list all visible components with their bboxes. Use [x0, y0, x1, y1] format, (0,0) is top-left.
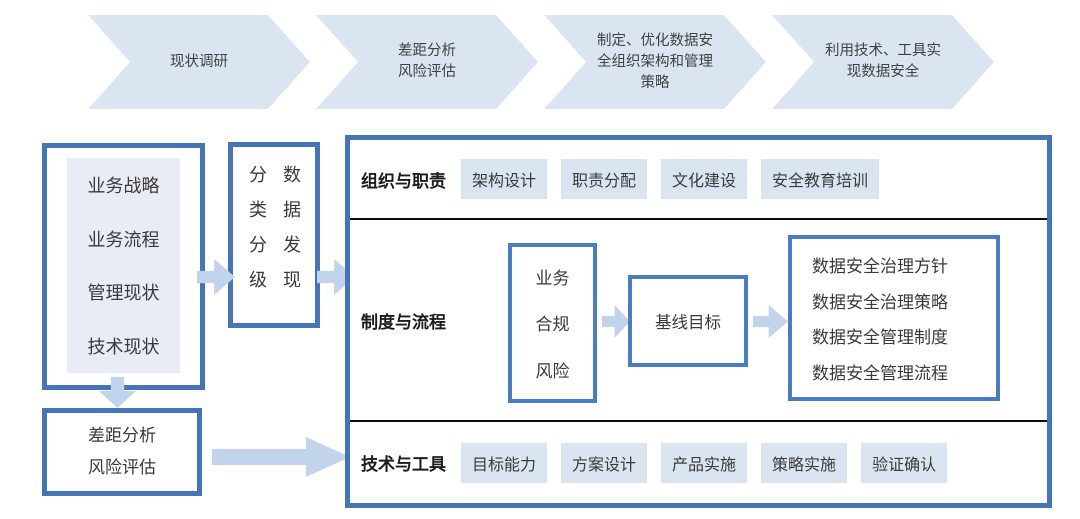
tech-chip-policy-implementation: 策略实施 [761, 442, 848, 483]
classification-column: 分类分级 [247, 165, 267, 305]
data-discovery-column: 数据发现 [281, 165, 301, 305]
baseline-target-box: 基线目标 [628, 275, 748, 367]
compliance-line: 合规 [535, 315, 570, 335]
process-step-3-chevron: 制定、优化数据安 全组织架构和管理 策略 [544, 15, 766, 109]
org-chip-culture-building: 文化建设 [661, 159, 748, 199]
arrow-gap-to-main-icon [212, 437, 350, 477]
current-state-item: 管理现状 [87, 283, 160, 304]
process-step-4-chevron: 利用技术、工具实 现数据安全 [772, 15, 994, 109]
governance-main-panel: 组织与职责 架构设计 职责分配 文化建设 安全教育培训 制度与流程 业务 合规 … [345, 135, 1052, 508]
process-step-line: 风险评估 [398, 64, 456, 80]
organization-row-label: 组织与职责 [361, 171, 446, 191]
process-row-label: 制度与流程 [361, 312, 446, 332]
row-divider [350, 420, 1047, 422]
policy-line: 数据安全治理方针 [812, 257, 948, 277]
gap-analysis-box: 差距分析 风险评估 [42, 408, 202, 496]
process-row: 制度与流程 业务 合规 风险 基线目标 数据安全治理方针 数据安全治理策略 数据… [350, 220, 1047, 420]
tech-chip-solution-design: 方案设计 [561, 442, 648, 483]
technology-row: 技术与工具 目标能力 方案设计 产品实施 策略实施 验证确认 [350, 422, 1047, 503]
tech-chip-verification: 验证确认 [861, 442, 948, 483]
policy-line: 数据安全治理策略 [812, 292, 948, 312]
tech-chip-target-capability: 目标能力 [461, 442, 548, 483]
process-step-line: 策略 [640, 74, 670, 91]
gap-analysis-line: 风险评估 [88, 458, 156, 477]
policy-line: 数据安全管理流程 [812, 363, 948, 383]
arrow-baseline-to-policy-icon [753, 305, 788, 338]
org-chip-responsibility-assignment: 职责分配 [561, 159, 648, 199]
process-step-line: 制定、优化数据安 [597, 32, 713, 49]
row-divider [350, 218, 1047, 220]
process-step-1-chevron: 现状调研 [88, 15, 310, 109]
organization-row: 组织与职责 架构设计 职责分配 文化建设 安全教育培训 [350, 140, 1047, 218]
current-state-item: 业务战略 [87, 175, 160, 196]
business-compliance-risk-box: 业务 合规 风险 [508, 243, 597, 403]
policy-documents-box: 数据安全治理方针 数据安全治理策略 数据安全管理制度 数据安全管理流程 [788, 235, 1000, 401]
baseline-target-label: 基线目标 [655, 314, 721, 332]
org-chip-architecture-design: 架构设计 [461, 159, 548, 199]
process-step-line: 现状调研 [170, 53, 228, 70]
current-state-item: 技术现状 [87, 337, 160, 358]
policy-line: 数据安全管理制度 [812, 328, 948, 348]
compliance-line: 业务 [535, 268, 570, 288]
org-chip-security-education: 安全教育培训 [761, 159, 880, 199]
process-step-line: 全组织架构和管理 [597, 53, 713, 70]
process-step-2-chevron: 差距分析 风险评估 [316, 15, 538, 109]
compliance-line: 风险 [535, 362, 570, 382]
technology-row-label: 技术与工具 [361, 455, 446, 474]
process-step-line: 差距分析 [398, 43, 456, 59]
process-step-line: 现数据安全 [846, 64, 920, 80]
classification-discovery-box: 分类分级 数据发现 [228, 142, 320, 328]
current-state-item: 业务流程 [87, 229, 160, 250]
process-step-line: 利用技术、工具实 [825, 43, 941, 59]
current-state-box: 业务战略 业务流程 管理现状 技术现状 [42, 143, 205, 390]
arrow-compliance-to-baseline-icon [602, 305, 630, 338]
current-state-panel: 业务战略 业务流程 管理现状 技术现状 [67, 158, 180, 373]
tech-chip-product-implementation: 产品实施 [661, 442, 748, 483]
gap-analysis-line: 差距分析 [88, 426, 156, 445]
